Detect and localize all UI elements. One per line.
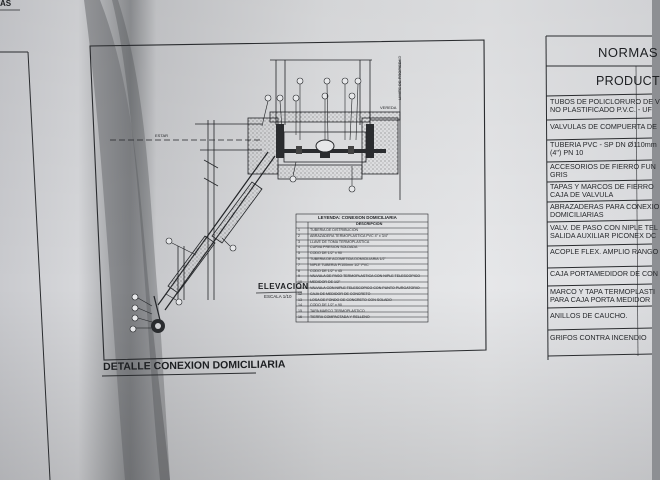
scale-label: ESCALA 1/10 <box>264 294 292 299</box>
legend-item-number: 3 <box>298 239 300 244</box>
legend-item-number: 12 <box>298 291 302 296</box>
legend-item-number: 5 <box>298 251 300 256</box>
legend-item-number: 13 <box>298 297 302 302</box>
legend-item: TIERRA COMPACTADA Y RELLENO <box>310 315 370 319</box>
legend-item-number: 2 <box>298 233 300 238</box>
legend-item-number: 1 <box>298 228 300 232</box>
legend-list: 1 TUBERIA DE DISTRIBUCION 2 ABRAZADERA TERM… <box>298 228 428 321</box>
legend-item: CODO DE 1/2" x 90 <box>310 251 342 256</box>
legend-item: VALVULA DE PASO TERMOPLASTICA CON NIPLE … <box>310 274 421 279</box>
spec-table-row: GRIFOS CONTRA INCENDIO <box>550 333 647 342</box>
spec-table-row: ANILLOS DE CAUCHO. <box>550 311 628 320</box>
legend-item: MEDIDOR DE 1/2" <box>310 280 341 285</box>
legend-header: DESCRIPCION <box>356 222 383 226</box>
spec-table-row: CAJA PORTAMEDIDOR DE CON <box>550 269 658 278</box>
legend-item: TUBERIA DE DISTRIBUCION <box>310 228 359 232</box>
partial-top-left-text: AS <box>0 0 12 8</box>
property-limit-label: LIMITE DE PROPIEDAD <box>397 55 402 100</box>
detail-title: DETALLE CONEXION DOMICILIARIA <box>102 358 286 373</box>
legend-item: TUBERIA DE ACOMETIDA DOMICILIARIA 1/2" <box>310 257 386 261</box>
sidewalk-label: VEREDA <box>380 105 397 110</box>
legend-item: ABRAZADERA TERMOPLASTICA PVC 4" x 3/4" <box>310 233 388 238</box>
spec-table-row: ACOPLE FLEX. AMPLIO RANGO <box>550 247 659 256</box>
legend-item-number: 8 <box>298 268 300 273</box>
legend-item-number: 4 <box>298 245 300 250</box>
legend-title: LEYENDA: CONEXION DOMICILIARIA <box>318 215 397 220</box>
legend-item: CODO DE 1/2" x 45 <box>310 268 342 273</box>
street-label: ESTAR <box>155 133 169 138</box>
legend-item: CURVA PRESION SOLDADA <box>310 245 358 250</box>
legend-item: CAJA DE MEDIDOR DE CONCRETO <box>310 291 371 296</box>
legend-item: LLAVE DE TOMA TERMOPLASTICA <box>310 239 370 244</box>
elevation-label: ELEVACION <box>258 282 309 291</box>
spec-table-title: NORMAS <box>598 45 659 60</box>
spec-table-row: VALVULAS DE COMPUERTA DE <box>550 122 657 131</box>
spec-table-row: TUBERIA PVC - SP DN Ø110mm(4") PN 10 <box>550 140 657 157</box>
legend-item: LOSA DE FONDO DE CONCRETO CON SOLADO <box>310 297 392 302</box>
legend-item-number: 6 <box>298 257 300 261</box>
spec-table-header: PRODUCT <box>596 74 660 88</box>
legend-item: CODO DE 1/2" x 90 <box>310 303 342 308</box>
legend-item-number: 9 <box>298 274 300 279</box>
legend-item-number: 7 <box>298 262 300 267</box>
legend-item-number: 14 <box>298 303 302 308</box>
legend-item: TAPA MARCO TERMOPLASTICO <box>310 309 365 314</box>
legend-item-number: 11 <box>298 286 302 290</box>
legend-item-number: 15 <box>298 309 302 314</box>
legend-item-number: 16 <box>298 315 302 319</box>
legend-item-number: 10 <box>298 280 302 285</box>
legend-item: NIPLE TUBERIA P/100mm 1/2" PVC <box>310 262 369 267</box>
legend-item: VALVULA CON NIPLE TELESCOPICO CON PUNTO … <box>310 286 420 290</box>
